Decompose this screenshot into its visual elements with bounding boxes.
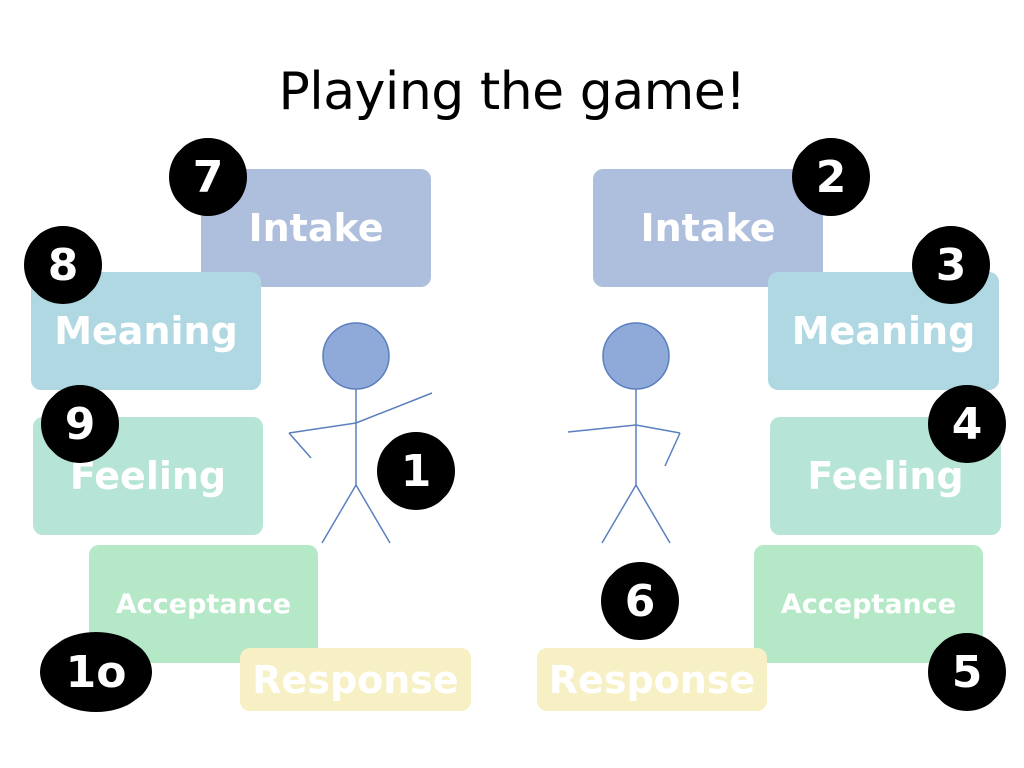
step-badge-7: 7	[169, 138, 247, 216]
right-figure-arm-right	[635, 424, 681, 434]
right-figure-leg-left	[601, 484, 637, 544]
step-badge-9: 9	[41, 385, 119, 463]
left-figure-arm-left	[288, 422, 357, 434]
slide-title: Playing the game!	[278, 62, 746, 122]
step-badge-1: 1	[377, 432, 455, 510]
right-response-label: Response	[548, 657, 756, 702]
step-badge-4: 4	[928, 385, 1006, 463]
left-stick-figure	[288, 322, 433, 544]
left-intake-box: Intake	[201, 169, 431, 287]
right-response-box: Response	[537, 648, 767, 711]
right-meaning-label: Meaning	[791, 309, 976, 353]
right-stick-figure	[567, 322, 681, 544]
left-response-label: Response	[252, 657, 459, 702]
right-intake-box: Intake	[593, 169, 823, 287]
step-badge-8: 8	[24, 226, 102, 304]
left-feeling-label: Feeling	[69, 454, 227, 498]
right-acceptance-label: Acceptance	[780, 588, 957, 620]
left-figure-head	[322, 322, 390, 390]
left-figure-arm-right	[355, 392, 433, 424]
right-figure-head	[602, 322, 670, 390]
left-figure-leg-left	[321, 484, 357, 544]
step-badge-5: 5	[928, 633, 1006, 711]
step-badge-6: 6	[601, 562, 679, 640]
right-figure-leg-right	[635, 484, 671, 544]
right-intake-label: Intake	[640, 206, 776, 250]
step-badge-10: 1o	[40, 632, 152, 712]
left-intake-label: Intake	[248, 206, 384, 250]
left-figure-hand-left	[288, 432, 312, 459]
right-feeling-label: Feeling	[807, 454, 964, 498]
left-response-box: Response	[240, 648, 471, 711]
left-acceptance-label: Acceptance	[115, 588, 292, 620]
step-badge-2: 2	[792, 138, 870, 216]
left-figure-leg-right	[355, 484, 391, 544]
right-figure-hand-right	[664, 432, 681, 467]
left-meaning-label: Meaning	[54, 309, 238, 353]
right-figure-arm-left	[567, 424, 637, 433]
step-badge-3: 3	[912, 226, 990, 304]
